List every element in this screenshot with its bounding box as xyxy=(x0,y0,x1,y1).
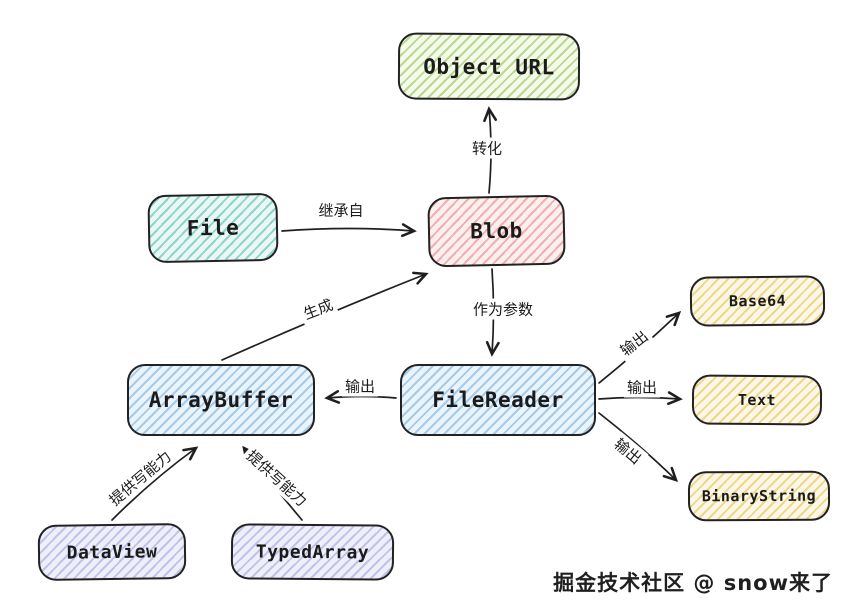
node-base64: Base64 xyxy=(689,275,826,327)
watermark: 掘金技术社区 @ snow来了 xyxy=(553,571,833,595)
node-binary-string-label: BinaryString xyxy=(701,486,817,506)
node-data-view: DataView xyxy=(37,522,187,582)
node-file-reader: FileReader xyxy=(400,364,596,436)
edge-label-file-reader-to-array-buffer: 输出 xyxy=(341,375,379,397)
edge-file-reader-to-array-buffer xyxy=(327,397,397,399)
node-text-label: Text xyxy=(737,390,777,410)
edge-label-file-to-blob: 继承自 xyxy=(315,199,367,221)
node-array-buffer-label: ArrayBuffer xyxy=(148,388,294,412)
node-file-reader-label: FileReader xyxy=(432,388,564,412)
node-file: File xyxy=(147,192,279,264)
node-binary-string: BinaryString xyxy=(687,470,831,522)
edge-label-file-reader-to-text: 输出 xyxy=(623,376,661,398)
node-typed-array-label: TypedArray xyxy=(255,541,370,563)
node-object-url: Object URL xyxy=(397,32,581,101)
node-base64-label: Base64 xyxy=(728,291,787,311)
edge-file-to-blob xyxy=(281,229,414,232)
edge-label-blob-to-object-url: 转化 xyxy=(468,137,506,159)
node-object-url-label: Object URL xyxy=(423,54,555,79)
node-data-view-label: DataView xyxy=(66,540,158,564)
node-typed-array: TypedArray xyxy=(230,523,395,581)
edge-data-view-to-array-buffer xyxy=(111,448,196,521)
node-array-buffer: ArrayBuffer xyxy=(127,364,315,436)
node-blob-label: Blob xyxy=(469,218,524,244)
edge-file-reader-to-text xyxy=(598,398,680,400)
node-blob: Blob xyxy=(427,194,566,268)
node-text: Text xyxy=(691,374,823,426)
node-file-label: File xyxy=(186,215,240,241)
edge-label-blob-to-file-reader: 作为参数 xyxy=(469,298,537,320)
